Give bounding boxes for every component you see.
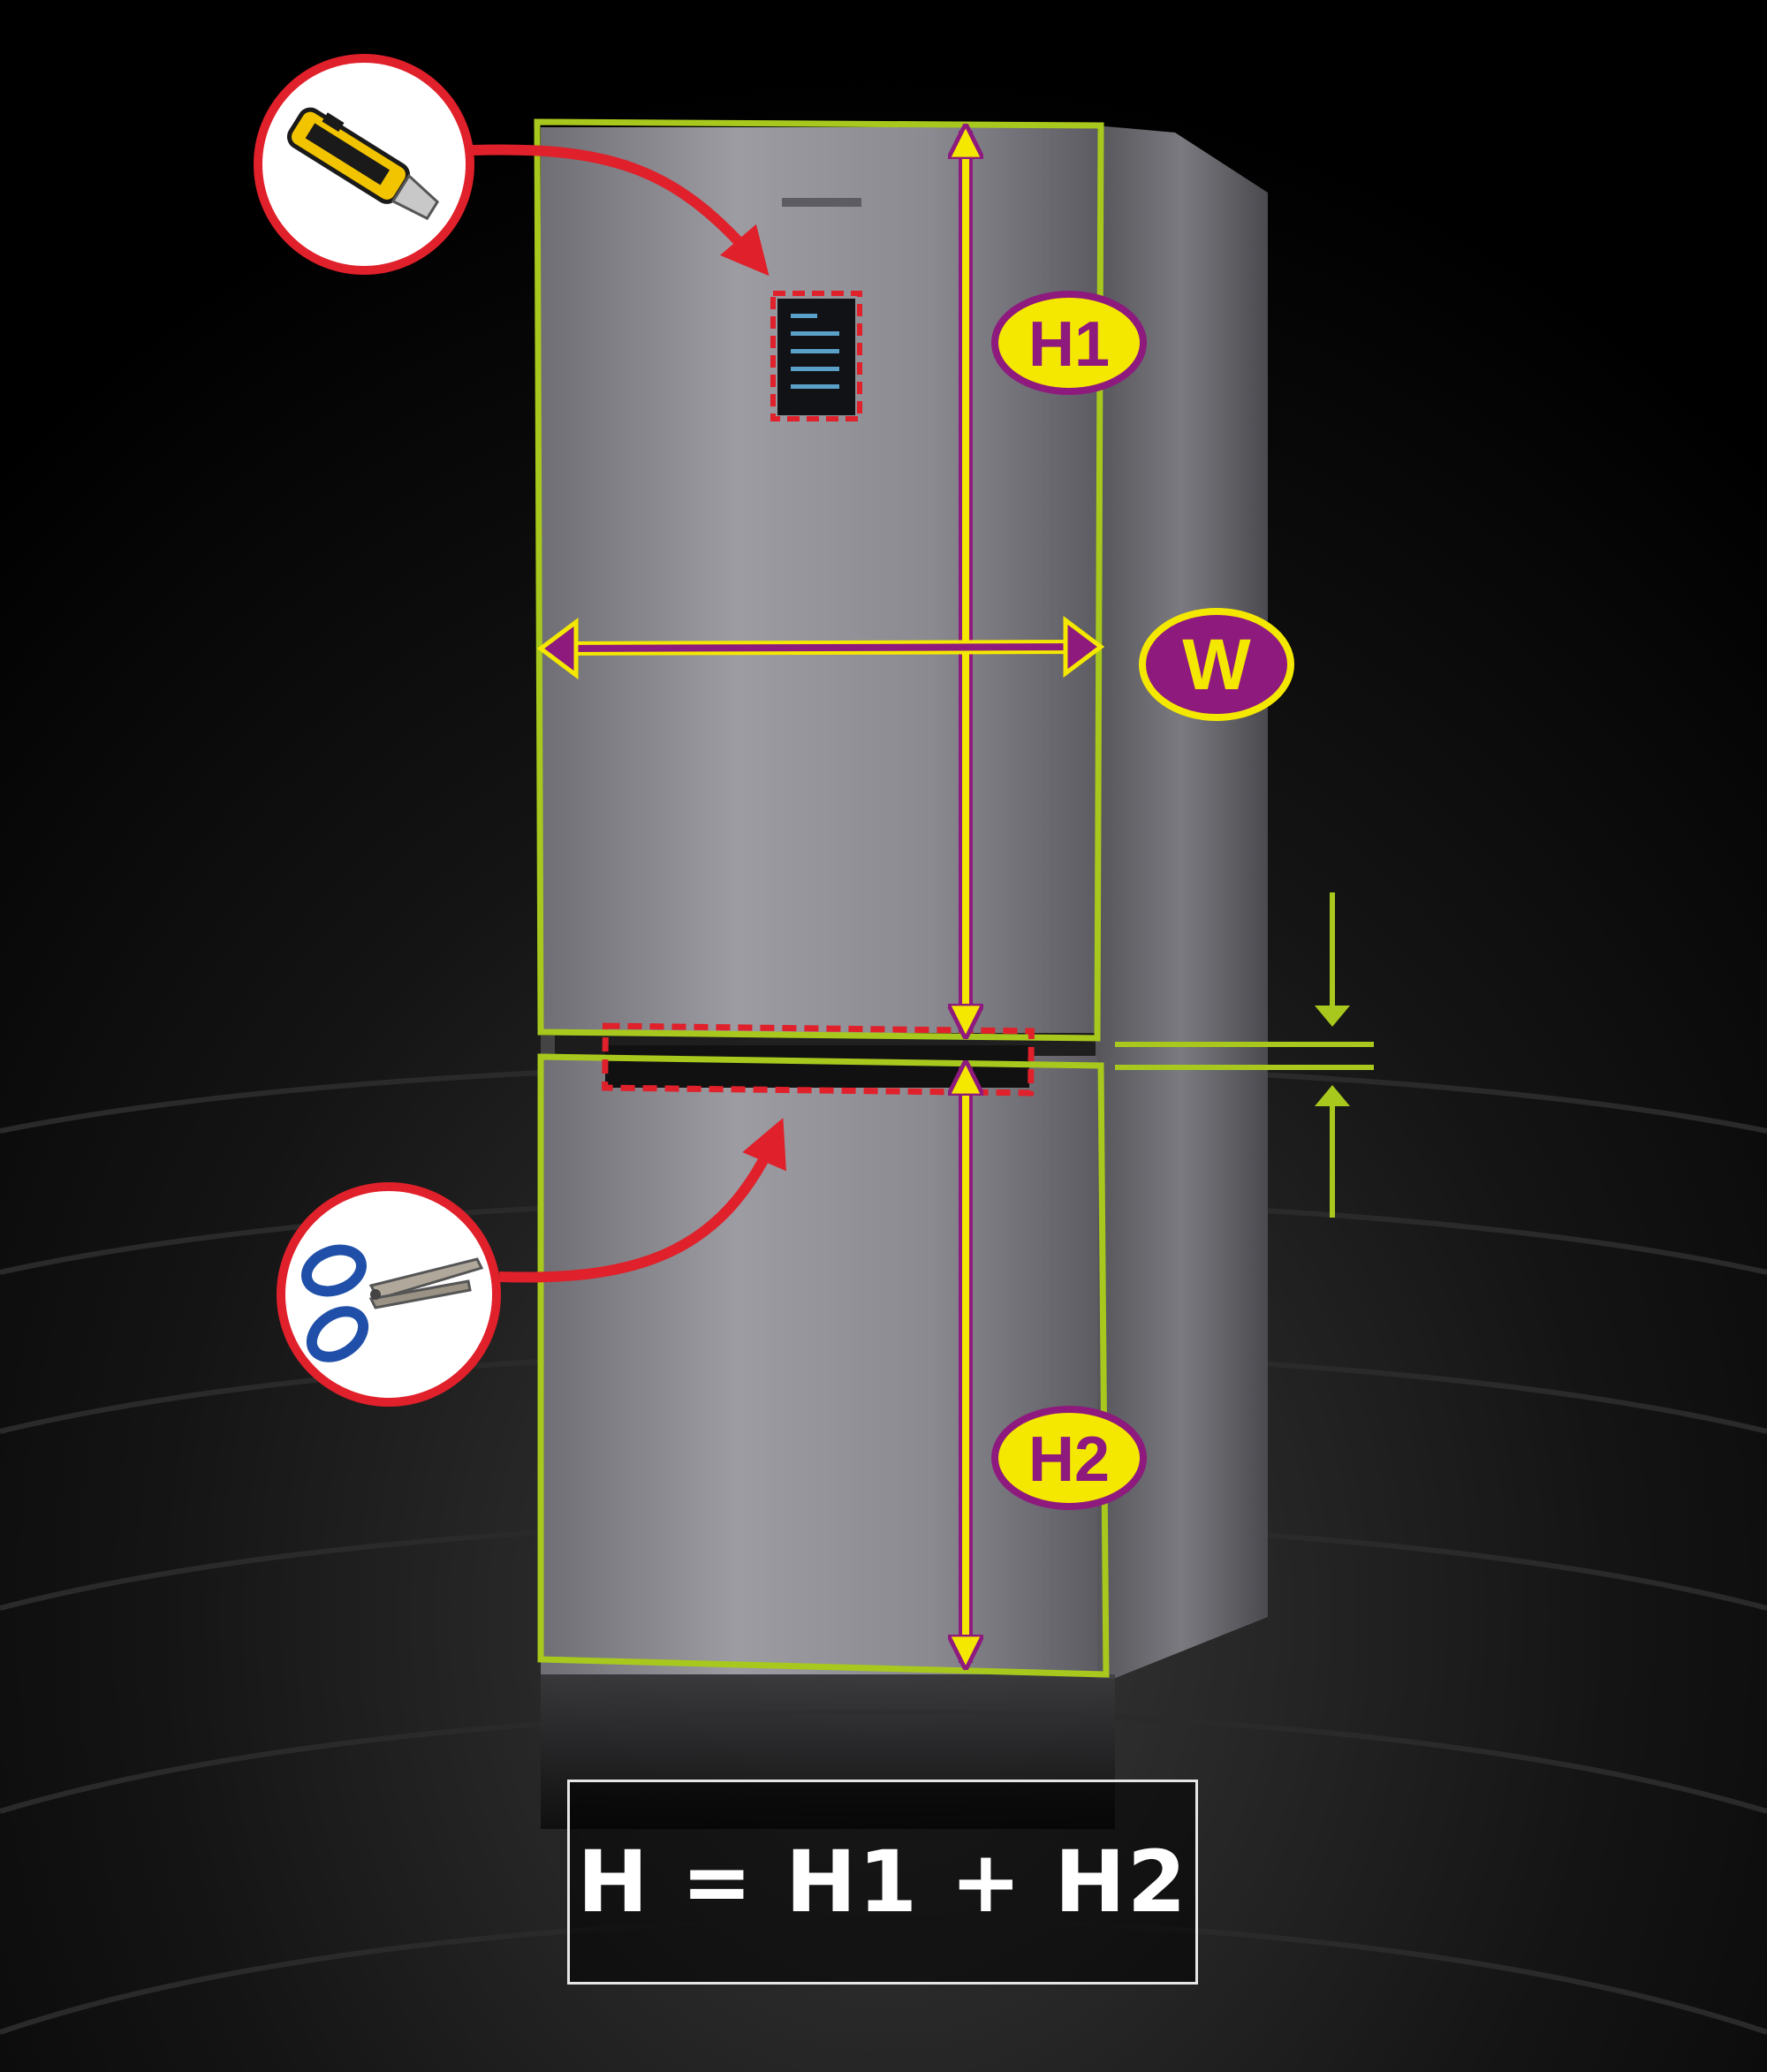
label-w: W	[1182, 625, 1251, 705]
utility-knife-icon	[254, 54, 474, 275]
label-h2: H2	[1028, 1424, 1110, 1495]
upper-door	[541, 127, 1097, 1033]
control-panel-highlight	[770, 291, 862, 421]
badge-h1: H1	[991, 291, 1147, 395]
formula-box: H = H1 + H2	[567, 1780, 1198, 1985]
badge-h2: H2	[991, 1406, 1147, 1510]
lower-door-outline	[537, 1053, 1110, 1678]
brand-logo	[782, 198, 861, 207]
scissors-icon	[277, 1182, 501, 1407]
width-arrow	[536, 616, 1105, 679]
height-formula: H = H1 + H2	[577, 1833, 1188, 1932]
door-outlines	[534, 118, 1110, 1678]
lower-door	[541, 1056, 1097, 1674]
badge-w: W	[1139, 608, 1294, 721]
refrigerator	[541, 125, 1268, 1829]
knife-pointer-arrow	[472, 144, 770, 277]
label-h1: H1	[1028, 309, 1110, 380]
handle-highlight	[602, 1022, 1035, 1097]
scissors-pointer-arrow	[498, 1118, 786, 1283]
control-panel	[777, 299, 855, 415]
upper-door-outline	[534, 118, 1104, 1042]
fridge-side-panel	[1096, 125, 1268, 1679]
door-gap-indicator	[1115, 892, 1374, 1218]
